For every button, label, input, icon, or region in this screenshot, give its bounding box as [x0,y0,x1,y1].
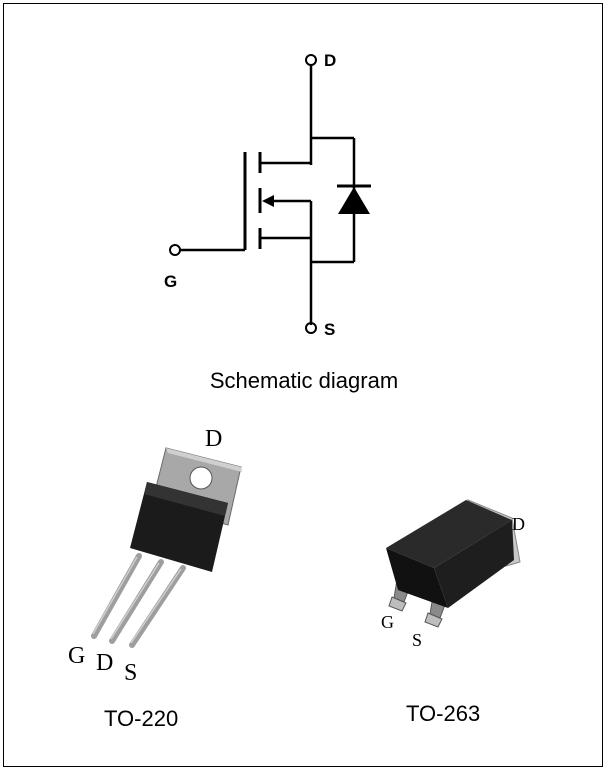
mosfet-symbol [169,54,371,334]
to263-package [386,498,521,628]
to263-pin-g: G [381,612,394,632]
mounting-hole [189,466,213,490]
diode-triangle [338,187,370,214]
to220-lead-d [109,559,164,644]
to220-lead-s [129,565,186,648]
to220-pin-d: D [96,650,113,676]
body-arrow [262,195,274,207]
to220-caption: TO-220 [104,706,179,731]
to220-lead-g [91,553,142,639]
figure-frame [3,3,603,767]
schematic-pin-drain: D [324,51,336,70]
source-terminal [305,322,317,334]
schematic-pin-gate: G [164,272,177,291]
to220-pin-s: S [124,660,137,686]
to220-pin-tab: D [205,426,222,452]
to220-pin-g: G [68,643,85,669]
drain-terminal [305,54,317,66]
gate-terminal [169,244,181,256]
to263-pin-tab: D [512,514,525,534]
schematic-caption: Schematic diagram [209,368,399,393]
to263-caption: TO-263 [406,701,481,726]
to263-pin-s: S [412,630,422,650]
to220-package [91,447,242,648]
schematic-pin-source: S [324,320,335,339]
